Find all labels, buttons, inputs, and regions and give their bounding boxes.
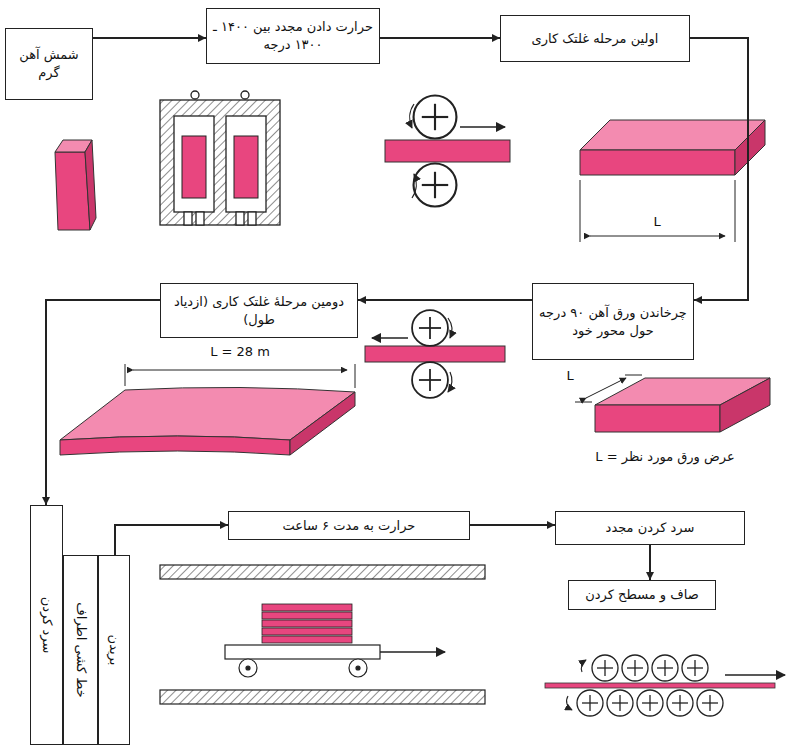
rolling-mill-2 — [365, 310, 505, 398]
flow-arrow — [115, 525, 228, 555]
step-label: حرارت دادن مجدد بین ۱۴۰۰ ـ ۱۳۰۰ درجه — [213, 18, 373, 53]
step-label: سرد کردن — [38, 597, 56, 654]
leveller-rollers — [545, 655, 785, 716]
step-label: چرخاندن ورق آهن ۹۰ درجه حول محور خود — [539, 304, 687, 339]
process-box: سرد کردن مجدد — [555, 511, 745, 545]
dimension-label: L — [650, 214, 663, 231]
process-box: چرخاندن ورق آهن ۹۰ درجه حول محور خود — [532, 283, 694, 360]
flow-arrow — [380, 37, 500, 39]
ingot — [55, 140, 96, 230]
step-label: اولین مرحله غلتک کاری — [532, 30, 659, 48]
dimension-line — [125, 364, 355, 388]
process-box: دومین مرحلهٔ غلتک کاری (ازدیاد طول) — [160, 283, 358, 338]
dimension-label: L = 28 m — [207, 344, 273, 361]
process-box: بریدن — [98, 555, 130, 745]
dimension-line — [580, 180, 735, 242]
long-sheet — [60, 387, 355, 455]
furnace — [160, 91, 280, 225]
dimension-label: L — [563, 368, 576, 385]
step-label: دومین مرحلهٔ غلتک کاری (ازدیاد طول) — [167, 293, 351, 328]
dimension-line — [575, 375, 642, 402]
process-box: صاف و مسطح کردن — [568, 580, 716, 610]
flow-arrow — [649, 545, 651, 580]
process-box: حرارت دادن مجدد بین ۱۴۰۰ ـ ۱۳۰۰ درجه — [206, 8, 380, 64]
rolling-mill-1 — [385, 96, 510, 207]
step-label: بریدن — [105, 635, 123, 666]
flow-arrow — [358, 299, 532, 301]
rolled-slab — [580, 120, 765, 175]
step-label: خط کشی اطراف — [72, 602, 90, 697]
step-label: شمش آهن گرم — [12, 46, 86, 81]
turned-slab — [595, 378, 770, 432]
flow-arrow — [46, 300, 160, 505]
flow-arrow — [690, 38, 748, 300]
process-box: حرارت به مدت ۶ ساعت — [228, 511, 470, 540]
process-box: خط کشی اطراف — [63, 555, 98, 745]
start-box: شمش آهن گرم — [5, 28, 93, 100]
annealing-furnace — [160, 565, 485, 704]
process-box: سرد کردن — [30, 505, 63, 745]
process-box: اولین مرحله غلتک کاری — [500, 15, 690, 62]
step-label: حرارت به مدت ۶ ساعت — [283, 517, 416, 535]
flow-arrow — [470, 524, 555, 526]
step-label: صاف و مسطح کردن — [585, 586, 698, 604]
step-label: سرد کردن مجدد — [606, 519, 695, 537]
dimension-label: عرض ورق مورد نظر = L — [592, 449, 737, 466]
flow-arrow — [93, 37, 206, 39]
